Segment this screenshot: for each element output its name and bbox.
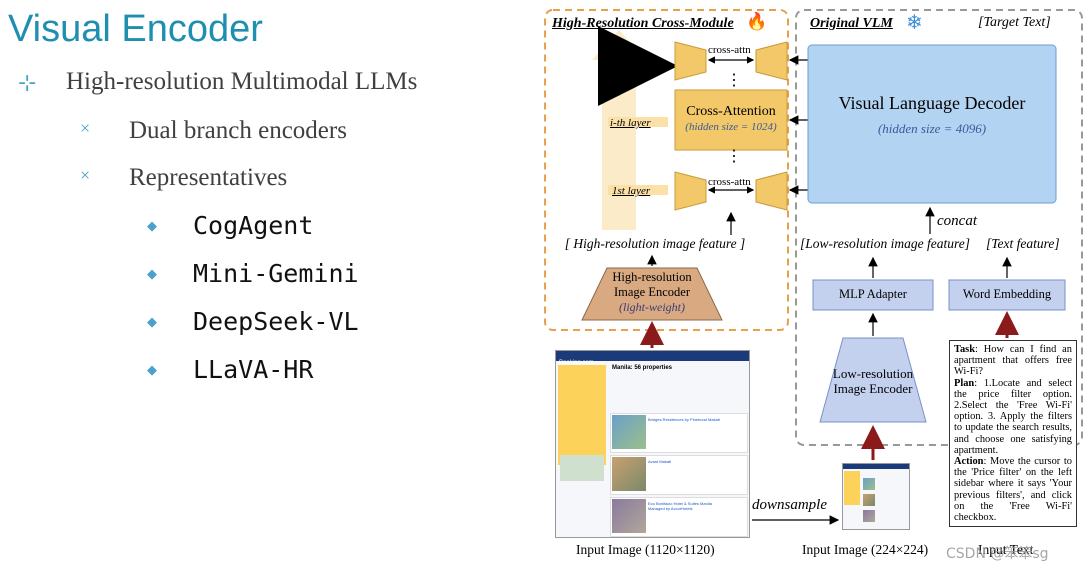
- slide-title: Visual Encoder: [8, 8, 263, 50]
- input-hr-image: Booking.com Manila: 56 properties Bridge…: [555, 350, 750, 538]
- hr-encoder-label-1: High-resolution: [612, 270, 692, 284]
- orig-vlm-box: [795, 9, 1083, 446]
- lr-feature-label: [Low-resolution image feature]: [800, 236, 970, 251]
- caption-hr-input: Input Image (1120×1120): [576, 542, 715, 557]
- hr-encoder-label-3: (light-weight): [619, 300, 685, 314]
- cross-bullet-icon: ×: [80, 165, 91, 185]
- downsample-label: downsample: [752, 497, 827, 513]
- lr-thumb: [863, 510, 875, 522]
- hr-encoder-box: [581, 267, 723, 321]
- cross-attn-right-bottom: [755, 171, 788, 211]
- bullet-level2-dual: Dual branch encoders: [129, 117, 347, 144]
- hr-feature-label: [ High-resolution image feature ]: [564, 236, 746, 251]
- bullet-level2-repr: Representatives: [129, 164, 288, 191]
- lr-thumb: [863, 478, 875, 490]
- hr-module-box: [544, 9, 789, 331]
- booking-header: Booking.com: [556, 351, 749, 366]
- action-text: : Move the cursor to the 'Price filter' …: [954, 456, 1072, 524]
- hotel1-name: Bridges Residences by Pinehurst Makati: [648, 417, 720, 422]
- model-item: CogAgent: [193, 211, 314, 240]
- diamond-bullet-icon: ◆: [147, 218, 157, 233]
- cross-attn-bottom-label: cross-attn: [708, 176, 751, 188]
- lr-sidebar: [844, 471, 860, 505]
- mlp-box: [812, 279, 934, 311]
- watermark: CSDN @笨笨sg: [946, 546, 1049, 562]
- lr-thumb: [863, 494, 875, 506]
- results-title: Manila: 56 properties: [612, 365, 673, 371]
- cross-attention-block: [674, 89, 788, 151]
- decoder-label: Visual Language Decoder: [838, 93, 1026, 113]
- hotel-image: [612, 499, 646, 533]
- hr-module-title: High-Resolution Cross-Module: [552, 16, 734, 31]
- bullet-level1: High-resolution Multimodal LLMs: [66, 68, 418, 95]
- plan-label: Plan: [954, 377, 975, 389]
- text-feature-label: [Text feature]: [986, 236, 1060, 251]
- orig-vlm-title: Original VLM: [810, 16, 893, 31]
- model-item: Mini-Gemini: [193, 259, 359, 288]
- lr-encoder-label-1: Low-resolution: [832, 366, 914, 381]
- action-label: Action: [954, 456, 984, 468]
- lr-encoder-box: [819, 337, 927, 423]
- map-thumb: [560, 455, 604, 481]
- hotel-image: [612, 457, 646, 491]
- model-item: DeepSeek-VL: [193, 307, 359, 336]
- task-label: Task: [954, 344, 975, 355]
- decoder-box: [807, 44, 1057, 204]
- search-sidebar: [558, 365, 606, 465]
- model-item: LLaVA-HR: [193, 355, 314, 384]
- hotel-image: [612, 415, 646, 449]
- mlp-label: MLP Adapter: [839, 287, 907, 301]
- task-box: Task: How can I find an apartment that o…: [949, 340, 1077, 528]
- word-embedding-box: [948, 279, 1066, 311]
- decoder-hidden: (hidden size = 4096): [877, 121, 987, 136]
- dots-top: ⋮: [726, 72, 742, 89]
- i-layer-label: i-th layer: [610, 117, 651, 129]
- cross-attn-left-top: [674, 41, 707, 81]
- caption-lr-input: Input Image (224×224): [802, 542, 929, 557]
- diamond-bullet-icon: ◆: [147, 314, 157, 329]
- cross-attention-label: Cross-Attention: [686, 104, 776, 119]
- caption-text-input: Input Text: [978, 542, 1034, 557]
- concat-label: concat: [937, 213, 977, 229]
- diamond-bullet-icon: ◆: [147, 266, 157, 281]
- diamond-bullet-icon: ◆: [147, 362, 157, 377]
- cross-attn-right-top: [755, 41, 788, 81]
- fire-icon: 🔥: [746, 12, 768, 31]
- snowflake-icon: ❄: [906, 12, 923, 34]
- lr-encoder-label-2: Image Encoder: [833, 381, 913, 396]
- cross-attn-left-bottom: [674, 171, 707, 211]
- first-layer-label: 1st layer: [612, 185, 651, 197]
- booking-logo: Booking.com: [559, 360, 594, 366]
- plan-text: : 1.Locate and select the price filter o…: [954, 377, 1072, 456]
- task-text: : How can I find an apartment that offer…: [954, 344, 1072, 378]
- hotel3-name: Eco Bonifacio Hotel & Suites Manila Mana…: [648, 501, 712, 511]
- bullet-marker-icon: ⊹: [18, 70, 37, 95]
- cross-attn-top-label: cross-attn: [708, 44, 751, 56]
- dots-bottom: ⋮: [726, 148, 742, 165]
- target-text-label: [Target Text]: [978, 15, 1051, 30]
- hotel2-name: Avant Makati: [648, 459, 672, 464]
- word-embedding-label: Word Embedding: [962, 287, 1052, 301]
- cross-bullet-icon: ×: [80, 118, 91, 138]
- cross-attention-hidden: (hidden size = 1024): [685, 121, 777, 133]
- l-layer-label: L-th layer: [608, 52, 652, 64]
- lr-header: [843, 464, 909, 469]
- input-lr-image: [842, 463, 910, 530]
- hr-encoder-label-2: Image Encoder: [613, 285, 690, 299]
